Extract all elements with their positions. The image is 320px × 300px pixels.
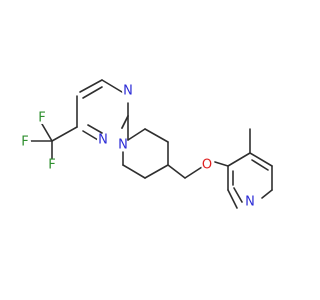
bond	[101, 79, 123, 93]
bond	[122, 164, 146, 179]
bond	[214, 161, 229, 167]
atom-n-pyrimidine-bottom: N	[97, 133, 109, 148]
bond	[127, 128, 146, 141]
bond	[167, 164, 186, 179]
bond-layer	[30, 79, 273, 209]
atom-label: N	[245, 195, 255, 210]
atom-label: F	[38, 111, 45, 126]
atom-f-bottom: F	[46, 158, 58, 173]
atom-label: N	[98, 133, 108, 148]
bond	[144, 164, 169, 179]
atom-n-piperidine: N	[117, 138, 129, 153]
atom-o-ether: O	[201, 158, 213, 173]
bond	[249, 152, 273, 167]
bond	[41, 123, 53, 142]
atom-n-pyridine: N	[244, 195, 256, 210]
atom-labels: N N N O N F F F	[19, 84, 256, 210]
molecule-diagram: N N N O N F F F	[19, 79, 273, 210]
atom-f-top: F	[36, 111, 48, 126]
bond	[233, 187, 243, 203]
atom-n-pyrimidine-top: N	[122, 84, 134, 99]
bond	[261, 189, 273, 199]
bond	[82, 130, 99, 141]
bond	[184, 166, 203, 179]
structure-canvas: N N N O N F F F	[19, 79, 273, 210]
bond	[51, 126, 78, 142]
atom-f-left: F	[19, 135, 31, 150]
atom-label: F	[21, 135, 28, 150]
atom-label: O	[202, 158, 212, 173]
bond	[82, 86, 103, 99]
bond	[227, 152, 251, 167]
bond	[87, 124, 103, 134]
bond	[251, 159, 269, 171]
bond	[79, 79, 103, 93]
bond	[121, 115, 129, 129]
atom-label: N	[118, 138, 128, 153]
bond	[144, 128, 169, 143]
bond	[227, 189, 238, 209]
atom-label: N	[123, 84, 133, 99]
atom-label: F	[48, 158, 55, 173]
